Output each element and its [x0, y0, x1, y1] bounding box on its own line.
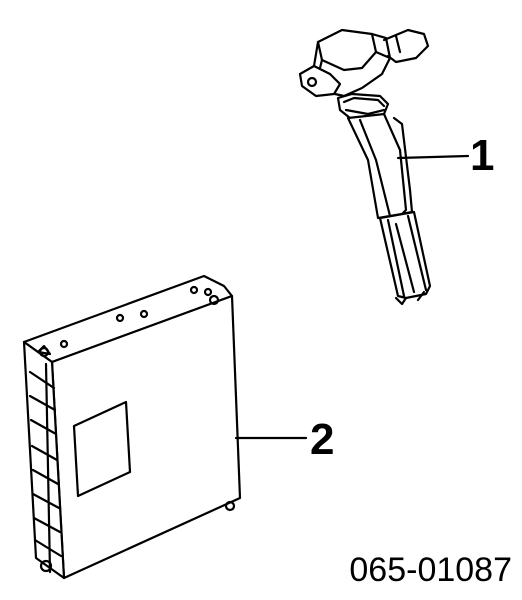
callout-2-label: 2	[310, 415, 335, 464]
callout-1-label: 1	[470, 131, 495, 180]
callout-1-leader	[396, 154, 470, 160]
diagram-part-number: 065-01087	[349, 551, 512, 589]
engine-control-module-icon	[22, 274, 242, 580]
ignition-coil-icon	[298, 28, 432, 306]
